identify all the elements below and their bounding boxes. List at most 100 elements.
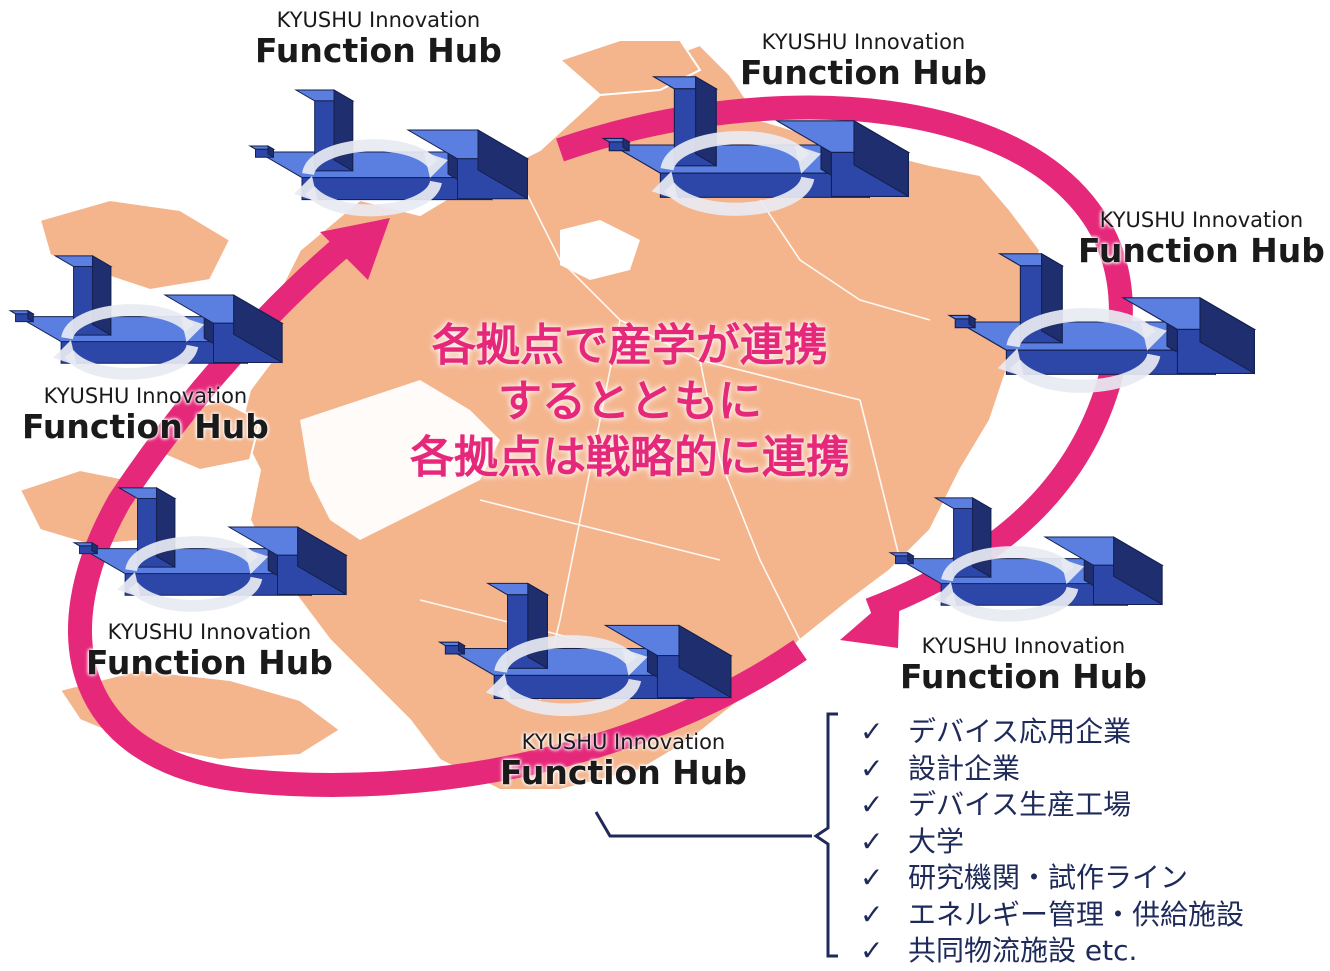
rotate-arc-bottom	[305, 179, 442, 217]
center-message-line3: 各拠点は戦略的に連携	[410, 432, 850, 483]
hub-right-block-side	[1199, 296, 1256, 375]
hub-lower-right	[888, 496, 1164, 622]
hub-stack-side	[267, 145, 274, 159]
checkmark-icon: ✓	[860, 715, 884, 748]
rotate-arc-bottom	[664, 175, 815, 216]
hub-tower-side	[527, 582, 548, 670]
hub-label-line2: Function Hub	[900, 657, 1147, 696]
participant-label: 設計企業	[908, 751, 1021, 785]
participant-label: デバイス生産工場	[908, 788, 1132, 821]
checkmark-icon: ✓	[860, 751, 884, 785]
hub-label-line2: Function Hub	[740, 53, 987, 92]
rotate-arc-top	[660, 130, 810, 172]
rotate-head-bottom	[294, 176, 318, 202]
rotate-head-top	[424, 152, 448, 178]
participant-label: 大学	[908, 824, 965, 858]
hub-stack	[601, 137, 632, 152]
hub-label-bottom: KYUSHU Innovation Function Hub	[500, 730, 747, 792]
hub-label-line2: Function Hub	[86, 643, 333, 682]
list-item: ✓デバイス生産工場	[860, 787, 1244, 824]
hub-label-line1: KYUSHU Innovation	[761, 30, 966, 54]
cycle-arrow	[68, 95, 1133, 797]
rotate-head-top	[244, 548, 269, 575]
hub-right-block-side	[233, 294, 283, 364]
participants-list: ✓デバイス応用企業 ✓設計企業 ✓デバイス生産工場 ✓大学 ✓研究機関・試作ライ…	[860, 714, 1244, 970]
list-item: ✓研究機関・試作ライン	[860, 860, 1244, 897]
hub-stack	[72, 541, 100, 555]
rotate-head-bottom	[933, 582, 957, 608]
hub-right	[947, 252, 1257, 393]
hub-label-line2: Function Hub	[500, 753, 747, 792]
list-item: ✓デバイス応用企業	[860, 714, 1244, 751]
hub-tower-side	[695, 75, 717, 167]
hub-left	[8, 254, 284, 380]
kyushu-map	[18, 39, 1042, 791]
hub-stack-side	[907, 551, 914, 565]
participants-bracket	[594, 712, 838, 958]
hub-base	[80, 547, 314, 597]
hub-right-block-side	[678, 624, 732, 699]
hub-label-line2: Function Hub	[255, 31, 502, 70]
hub-stack-side	[27, 309, 34, 323]
checkmark-icon: ✓	[860, 934, 884, 967]
hub-right-block	[603, 624, 733, 699]
rotate-head-top	[1060, 558, 1085, 585]
hub-stack-side	[91, 541, 98, 555]
list-item: ✓ 共同物流施設 etc.	[860, 933, 1244, 970]
hub-right-block-side	[477, 129, 528, 200]
rotate-head-bottom	[117, 572, 141, 598]
rotate-arc-bottom	[1010, 352, 1161, 393]
hub-right-block	[406, 129, 530, 200]
hub-label-line2: Function Hub	[22, 407, 269, 446]
hub-tower-side	[1041, 252, 1063, 344]
hub-label-line1: KYUSHU Innovation	[43, 384, 248, 408]
hub-lower-left	[72, 486, 348, 612]
hub-base	[256, 151, 494, 201]
hub-stack	[437, 641, 467, 655]
rotation-arrows-icon	[53, 304, 205, 380]
participant-label: エネルギー管理・供給施設	[908, 897, 1245, 931]
center-message: 各拠点で産学が連携 するとともに 各拠点は戦略的に連携	[330, 318, 930, 486]
hub-label-left: KYUSHU Innovation Function Hub	[22, 384, 269, 446]
center-message-line1: 各拠点で産学が連携	[432, 320, 828, 371]
rotation-arrows-icon	[294, 139, 448, 217]
hub-right-block	[1120, 296, 1257, 375]
rotate-head-top	[622, 648, 648, 676]
hub-label-line1: KYUSHU Innovation	[1099, 208, 1304, 232]
hub-right-block	[1043, 536, 1164, 606]
hub-label-right: KYUSHU Innovation Function Hub	[1078, 208, 1325, 270]
rotate-head-top	[1140, 322, 1167, 351]
rotate-arc-top	[494, 635, 637, 674]
hub-label-line1: KYUSHU Innovation	[107, 620, 312, 644]
hub-label-top-right: KYUSHU Innovation Function Hub	[740, 30, 987, 92]
inland-sea	[300, 380, 500, 540]
hub-top-left	[248, 89, 530, 217]
participant-label: 研究機関・試作ライン	[908, 861, 1189, 894]
bay-north	[560, 220, 640, 280]
hub-bottom	[437, 582, 733, 717]
rotate-head-bottom	[485, 673, 511, 701]
hub-right-block	[227, 526, 348, 596]
hub-stack-side	[457, 641, 465, 655]
prefecture-borders	[419, 179, 931, 701]
participant-label: 共同物流施設 etc.	[908, 934, 1138, 967]
rotate-arc-top	[61, 304, 195, 341]
cycle-arrow-path-lower	[68, 230, 807, 797]
rotation-arrows-icon	[933, 546, 1085, 622]
hub-right-block-side	[297, 526, 347, 596]
cycle-arrowhead-left	[320, 218, 390, 280]
checkmark-icon: ✓	[860, 824, 884, 858]
bracket-leader-line	[594, 811, 812, 838]
hub-label-line1: KYUSHU Innovation	[921, 634, 1126, 658]
hub-tower-side	[91, 254, 112, 336]
hub-stack	[8, 309, 36, 323]
rotate-head-bottom	[997, 348, 1024, 377]
hub-stack-side	[968, 314, 976, 329]
center-message-line2: するとともに	[498, 376, 762, 427]
hub-stack	[248, 145, 276, 159]
hub-label-lower-left: KYUSHU Innovation Function Hub	[86, 620, 333, 682]
list-item: ✓エネルギー管理・供給施設	[860, 897, 1244, 934]
rotate-arc-top	[1006, 307, 1156, 349]
cycle-arrow-path	[556, 95, 1133, 622]
